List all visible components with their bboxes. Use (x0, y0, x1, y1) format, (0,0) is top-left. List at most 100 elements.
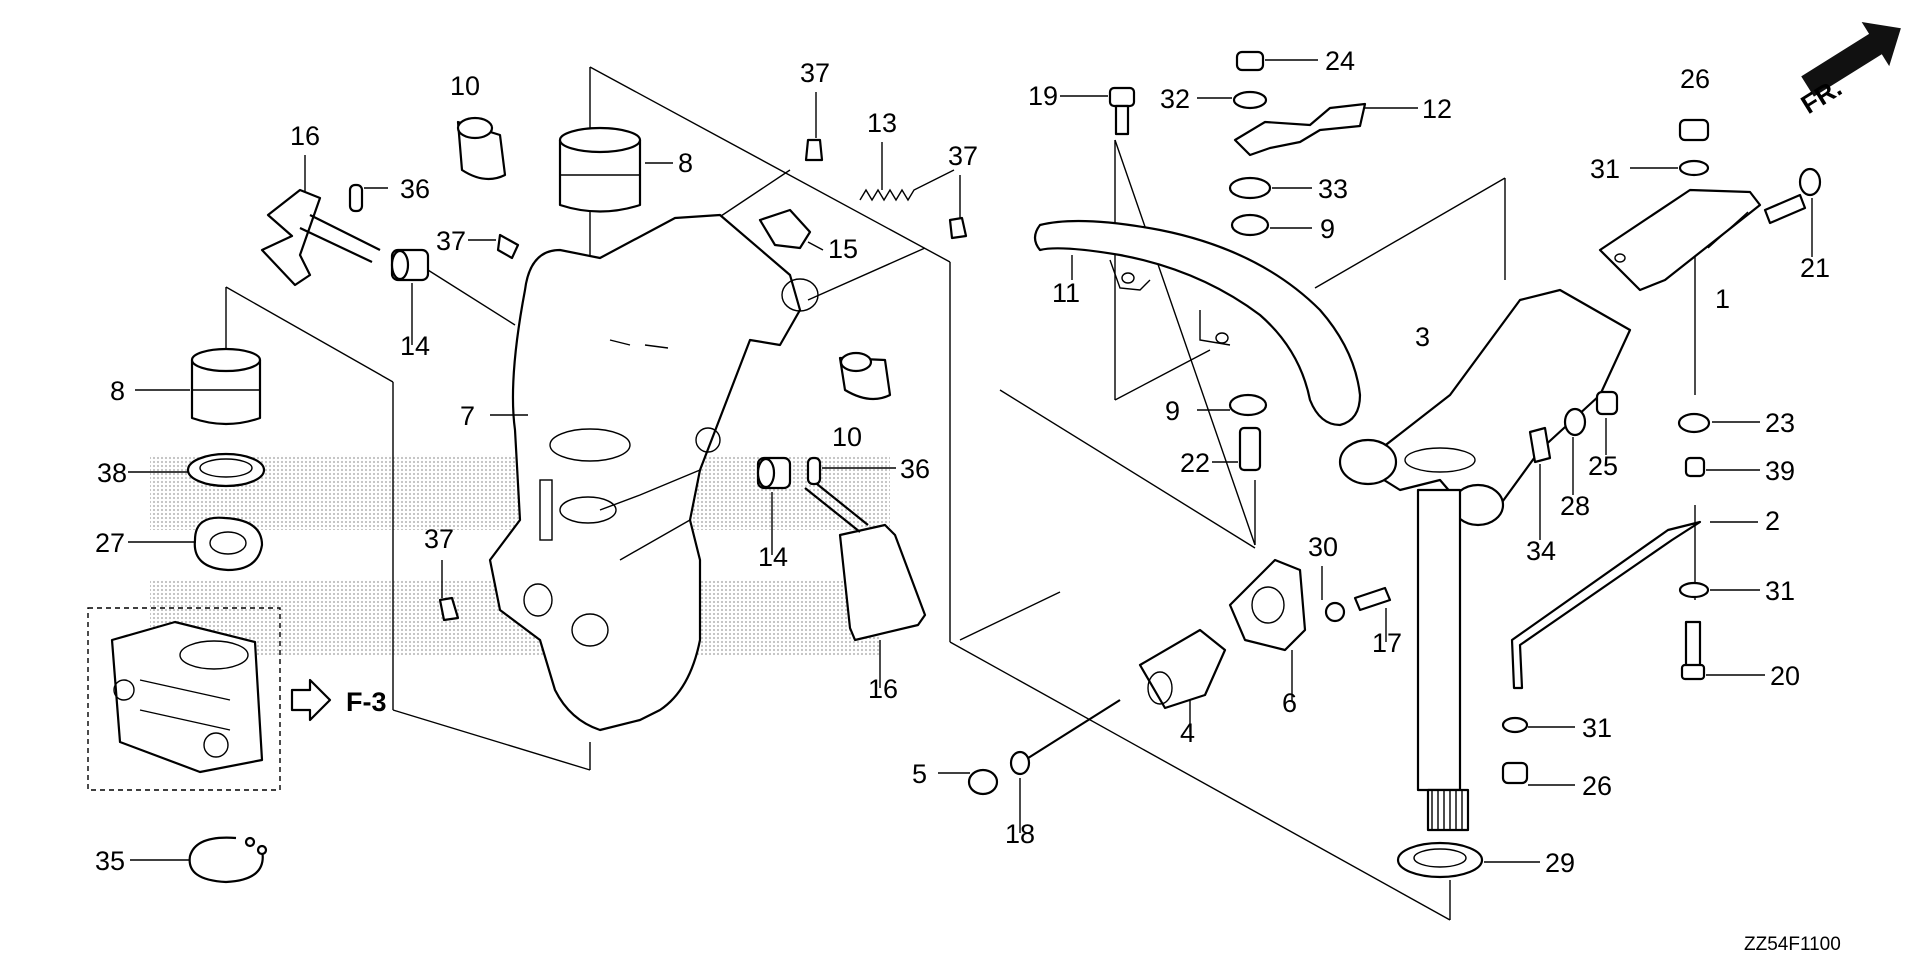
callout-33: 33 (1318, 174, 1348, 204)
reference-arrow (290, 678, 332, 722)
callout-36: 36 (400, 174, 430, 204)
bushing-8-lower-part (190, 347, 262, 426)
callout-29: 29 (1545, 848, 1575, 878)
callout-19: 19 (1028, 81, 1058, 111)
callout-14: 14 (758, 542, 788, 572)
reference-inset (87, 607, 281, 791)
clip-9-upper-part (1230, 213, 1270, 237)
callout-8: 8 (678, 148, 693, 178)
reference-label-f3: F-3 (346, 687, 387, 717)
callout-31: 31 (1590, 154, 1620, 184)
washer-30-part (1324, 601, 1346, 623)
collar-14-upper-part (390, 248, 430, 282)
collar-14-lower-part (756, 456, 792, 490)
callout-28: 28 (1560, 491, 1590, 521)
callout-37: 37 (948, 141, 978, 171)
nut-26-lower-part (1501, 761, 1529, 785)
nut-24-part (1235, 50, 1265, 72)
washer-33-part (1228, 176, 1272, 200)
callout-22: 22 (1180, 448, 1210, 478)
callout-26: 26 (1582, 771, 1612, 801)
bushing-39-part (1684, 456, 1706, 478)
callout-32: 32 (1160, 84, 1190, 114)
bushing-10-lower-part (838, 351, 892, 401)
circlip-35-part (188, 836, 268, 884)
callout-13: 13 (867, 108, 897, 138)
spring-13-part (859, 169, 955, 202)
swivel-case-part (488, 213, 819, 732)
bolt-17-part (1353, 586, 1392, 612)
clip-15-part (758, 208, 812, 250)
callout-leader-1 (1707, 211, 1749, 249)
bushing-10-upper-part (456, 116, 507, 181)
callout-39: 39 (1765, 456, 1795, 486)
callout-10: 10 (450, 71, 480, 101)
callout-4: 4 (1180, 718, 1195, 748)
callout-6: 6 (1282, 688, 1297, 718)
callout-8: 8 (110, 376, 125, 406)
callout-35: 35 (95, 846, 125, 876)
callout-30: 30 (1308, 532, 1338, 562)
pin-36-upper-part (348, 183, 364, 213)
lever-16-lower-part (804, 479, 927, 642)
callout-17: 17 (1372, 628, 1402, 658)
callout-37: 37 (424, 524, 454, 554)
cap-5-part (967, 768, 999, 796)
steering-shaft-part (1416, 488, 1470, 832)
callout-27: 27 (95, 528, 125, 558)
callout-9: 9 (1320, 214, 1335, 244)
grommet-27-part (193, 516, 264, 572)
callout-34: 34 (1526, 536, 1556, 566)
callout-14: 14 (400, 331, 430, 361)
washer-29-part (1396, 841, 1484, 879)
clip-34-part (1528, 426, 1552, 464)
mount-4-part (1138, 628, 1227, 710)
nut-26-upper-part (1678, 118, 1710, 142)
bracket-3-part (1338, 288, 1632, 527)
drawing-code: ZZ54F1100 (1744, 934, 1841, 955)
callout-leader-15 (807, 241, 824, 251)
grease-nipple-37-parts (438, 138, 968, 622)
bolt-21-part (1763, 167, 1822, 225)
callout-38: 38 (97, 458, 127, 488)
callout-1: 1 (1715, 284, 1730, 314)
plate-12-part (1233, 102, 1367, 157)
callout-24: 24 (1325, 46, 1355, 76)
bolt-19-part (1108, 86, 1136, 136)
washer-28-part (1563, 407, 1587, 437)
callout-7: 7 (460, 401, 475, 431)
callout-37: 37 (436, 226, 466, 256)
callout-3: 3 (1415, 322, 1430, 352)
callout-9: 9 (1165, 396, 1180, 426)
callout-26: 26 (1680, 64, 1710, 94)
mount-6-part (1228, 558, 1307, 652)
washer-31-lower-part (1501, 716, 1529, 734)
callout-18: 18 (1005, 819, 1035, 849)
callout-20: 20 (1770, 661, 1800, 691)
callout-37: 37 (800, 58, 830, 88)
plug-25-part (1595, 390, 1619, 416)
collar-23-part (1677, 412, 1711, 434)
seal-38-part (186, 452, 266, 488)
stud-22-part (1238, 426, 1262, 472)
callout-36: 36 (900, 454, 930, 484)
callout-23: 23 (1765, 408, 1795, 438)
callout-25: 25 (1588, 451, 1618, 481)
bushing-8-upper-part (558, 126, 642, 213)
washer-31-middle-part (1678, 581, 1710, 599)
bolt-18-part (1009, 699, 1121, 776)
callout-31: 31 (1582, 713, 1612, 743)
bolt-20-part (1680, 620, 1706, 681)
callout-2: 2 (1765, 506, 1780, 536)
washer-31-upper-part (1678, 159, 1710, 177)
callout-12: 12 (1422, 94, 1452, 124)
front-direction-arrow-icon (1801, 22, 1901, 97)
callout-21: 21 (1800, 253, 1830, 283)
callout-5: 5 (912, 759, 927, 789)
callout-16: 16 (290, 121, 320, 151)
callout-15: 15 (828, 234, 858, 264)
washer-32-part (1232, 90, 1268, 110)
pin-36-lower-part (806, 456, 822, 486)
clip-9-lower-part (1228, 393, 1268, 417)
